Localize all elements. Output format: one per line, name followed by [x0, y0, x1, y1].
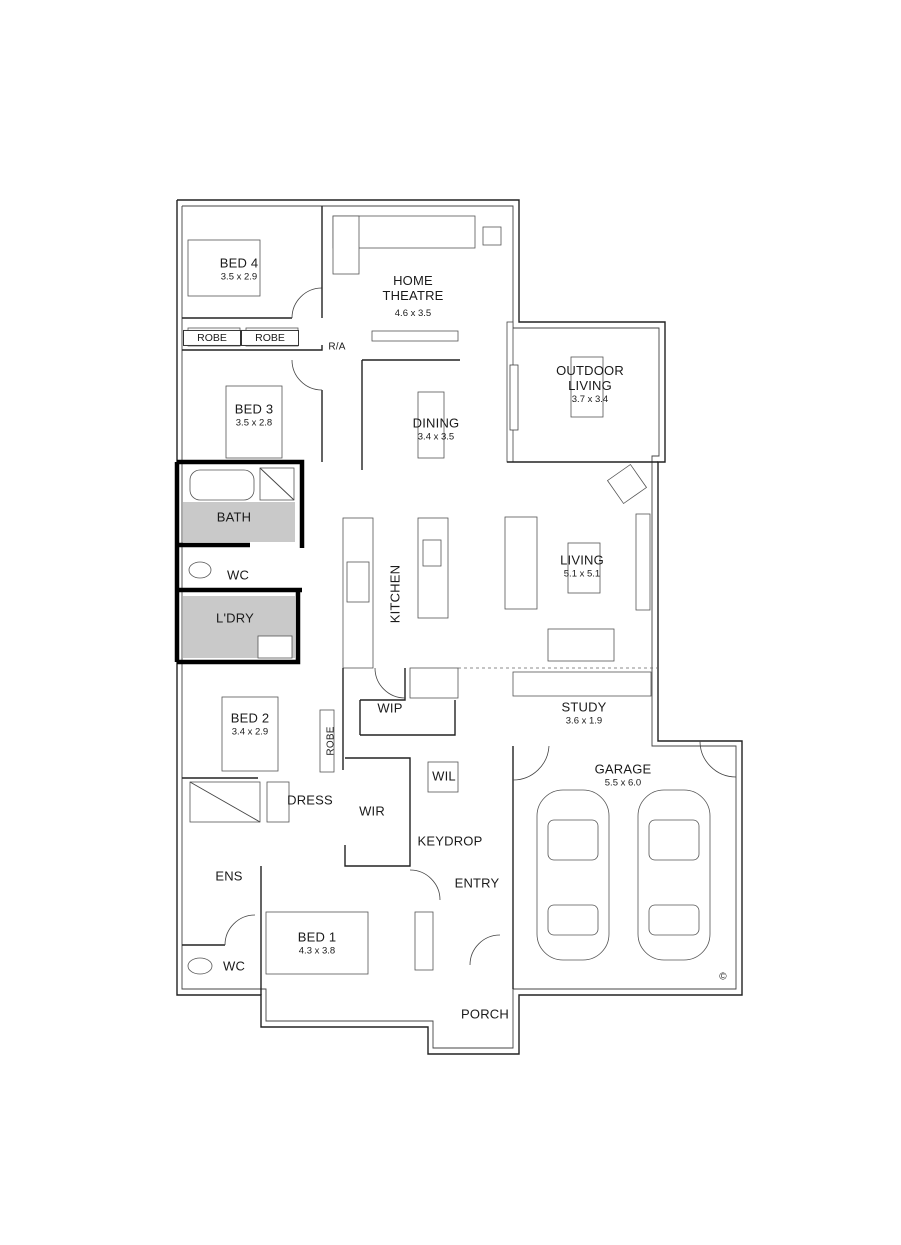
- sofa: [504, 516, 538, 610]
- room-wil: WIL: [432, 768, 456, 784]
- room-ens: ENS: [215, 868, 243, 884]
- room-dress: DRESS: [287, 792, 333, 808]
- dining-table: [417, 391, 445, 459]
- bed4-bed: [187, 239, 261, 297]
- room-robe-2: ROBE: [241, 329, 299, 347]
- room-keydrop: KEYDROP: [417, 833, 483, 849]
- room-porch: PORCH: [461, 1006, 509, 1022]
- bathtub: [189, 469, 255, 501]
- wil-shelf: [427, 761, 459, 793]
- bed3-bed: [225, 385, 283, 459]
- inner-wall-outline: [181, 205, 737, 1049]
- wet-area-wall: [177, 459, 305, 548]
- room-ra: R/A: [328, 341, 346, 353]
- bed1-bed: [265, 911, 369, 975]
- toilet: [188, 561, 212, 579]
- room-wc-2: WC: [222, 958, 246, 974]
- room-outdoor-living: OUTDOOR LIVING 3.7 x 3.4: [556, 363, 624, 405]
- room-wip: WIP: [377, 700, 403, 716]
- room-robe-1: ROBE: [183, 329, 241, 347]
- room-laundry: L'DRY: [216, 610, 254, 626]
- room-bath: BATH: [216, 509, 252, 525]
- kitchen-island: [417, 517, 449, 619]
- copyright-mark: ©: [719, 971, 727, 983]
- bed2-bed: [221, 696, 279, 772]
- tv-unit: [635, 513, 651, 611]
- room-entry: ENTRY: [454, 875, 500, 891]
- outer-wall: [176, 199, 743, 1055]
- car-icon: [637, 789, 711, 961]
- room-kitchen: KITCHEN: [387, 564, 403, 624]
- room-wir: WIR: [359, 803, 385, 819]
- bath-floor: [183, 502, 295, 542]
- room-wc-1: WC: [226, 567, 250, 583]
- room-robe-3: ROBE: [325, 726, 337, 756]
- car-icon: [536, 789, 610, 961]
- outdoor-table: [570, 356, 604, 418]
- room-home-theatre: HOME THEATRE 4.6 x 3.5: [382, 273, 444, 319]
